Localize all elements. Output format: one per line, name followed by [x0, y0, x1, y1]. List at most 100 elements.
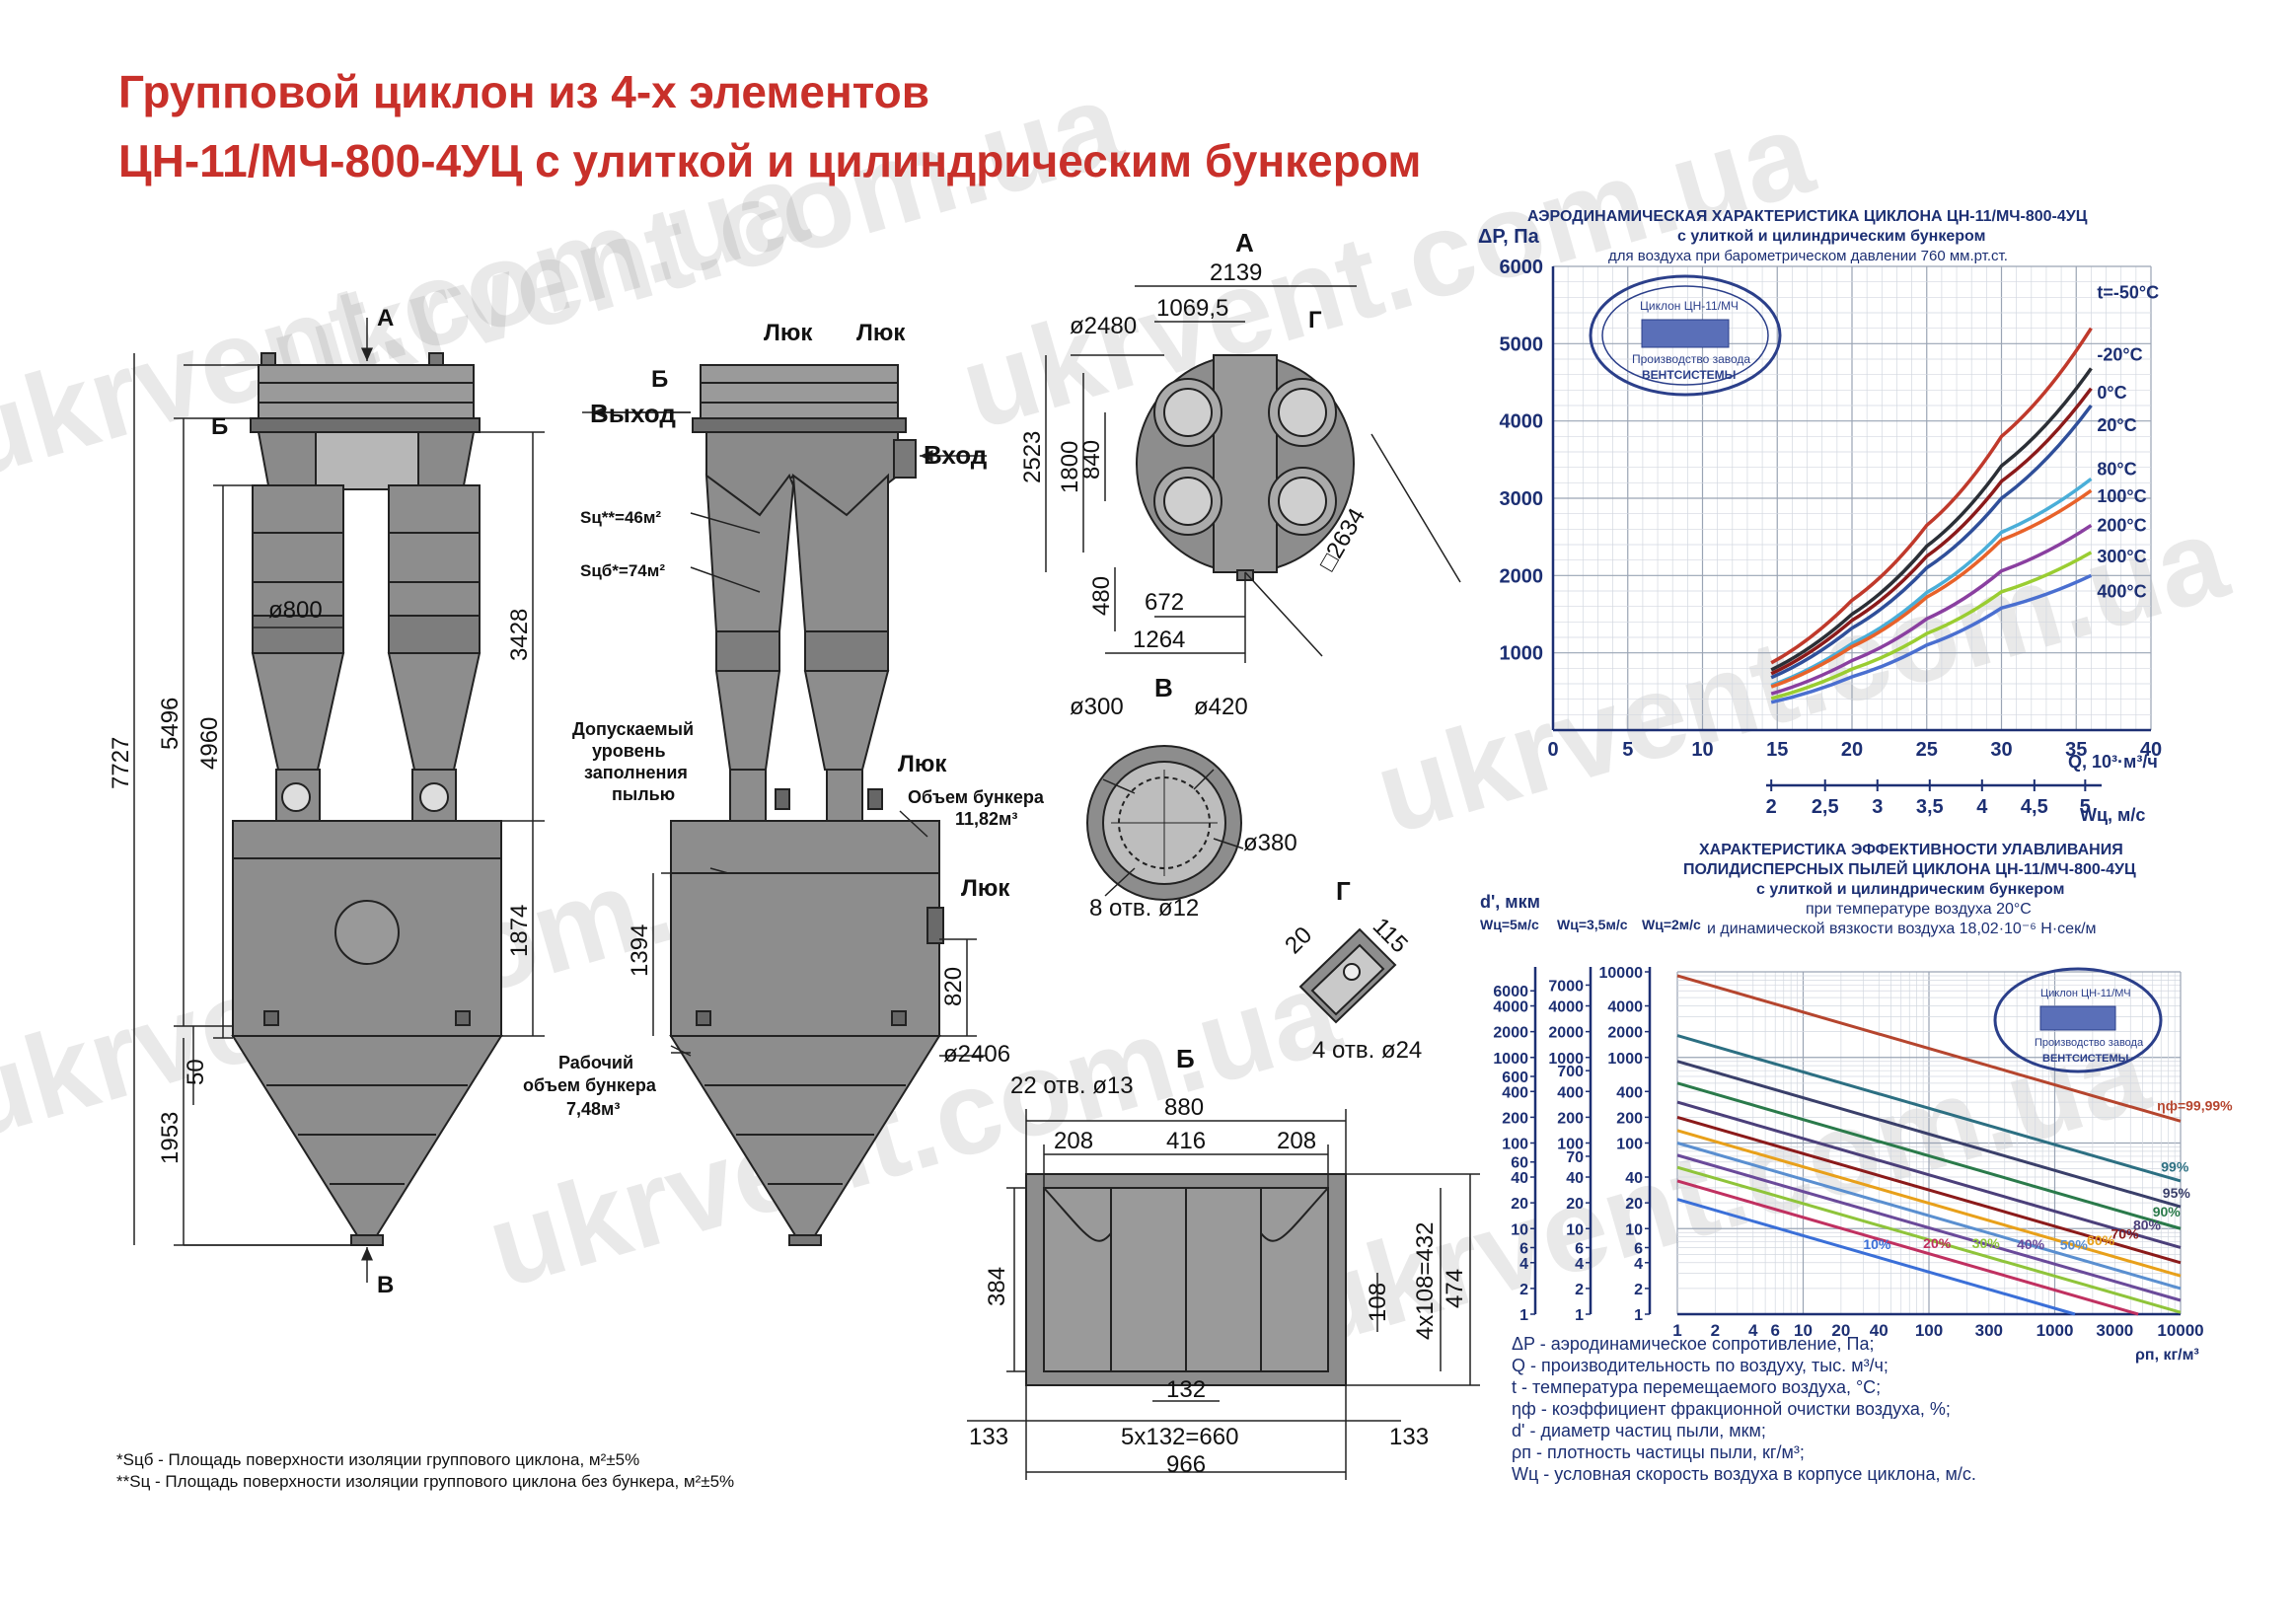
side-view-drawing	[231, 352, 503, 1246]
aero-series-line	[1770, 367, 2093, 672]
y-tick-label: 1000	[1607, 1051, 1643, 1068]
aero-series-label: 400°C	[2097, 581, 2146, 601]
y-tick-label: 4000	[1500, 411, 1544, 433]
y-tick-label: 200	[1557, 1110, 1584, 1127]
x-tick-label: 0	[1547, 739, 1558, 761]
aero-series-label: 0°C	[2097, 383, 2126, 403]
view-b-dimensions	[967, 1109, 1480, 1480]
page-title-line-2: ЦН-11/МЧ-800-4УЦ с улиткой и цилиндричес…	[118, 135, 1422, 186]
side-dim-3428: 3428	[506, 609, 533, 661]
fill-level-line-1: Допускаемый	[572, 719, 694, 739]
view-a-dim-672: 672	[1145, 589, 1184, 616]
aero-series-line	[1770, 488, 2093, 689]
side-dim-4960: 4960	[196, 717, 223, 770]
y-tick-label: 6000	[1500, 257, 1544, 278]
efficiency-chart-axes	[1533, 967, 2181, 1316]
working-volume-line-2: объем бункера	[523, 1075, 657, 1095]
x-tick-label: 35	[2065, 739, 2087, 761]
side-view-labels: А Б В ø800 7727 5496 4960 3428 1874 1953…	[108, 305, 533, 1298]
efficiency-series-line	[1676, 1179, 2139, 1316]
efficiency-series-line	[1676, 1115, 2182, 1265]
efficiency-series-label: 10%	[1863, 1236, 1891, 1252]
side-dim-50: 50	[183, 1059, 209, 1085]
legend-line-7: Wц - условная скорость воздуха в корпусе…	[1512, 1464, 1976, 1484]
view-a-dim-840: 840	[1078, 440, 1105, 480]
side-label-b: Б	[211, 413, 228, 440]
y-tick-label: 700	[1557, 1064, 1584, 1080]
view-v-holes: 8 отв. ø12	[1089, 895, 1199, 922]
aero-series-label: 20°C	[2097, 415, 2136, 435]
x-tick-label: 300	[1975, 1321, 2003, 1340]
aero-chart-ylabel: ΔP, Па	[1478, 226, 1540, 248]
footnote-2: **Sц - Площадь поверхности изоляции груп…	[116, 1472, 735, 1491]
view-a-label-g: Г	[1308, 307, 1322, 333]
view-g-title: Г	[1336, 876, 1351, 906]
stamp-2: Циклон ЦН-11/МЧ Производство завода ВЕНТ…	[1993, 967, 2163, 1073]
x-tick-label: 30	[1990, 739, 2012, 761]
aero-chart-series-labels: t=-50°C-20°C0°C20°C80°C100°C200°C300°C40…	[2097, 283, 2159, 602]
aero-chart-series	[1770, 327, 2093, 704]
y-tick-label: 6	[1519, 1240, 1528, 1257]
front-view-dimensions	[582, 406, 987, 1057]
y-tick-label: 6	[1575, 1240, 1584, 1257]
x-tick-label: 100	[1915, 1321, 1943, 1340]
x-tick-label: 3000	[2096, 1321, 2133, 1340]
hopper-volume-line-1: Объем бункера	[908, 787, 1045, 807]
eff-chart-title: ХАРАКТЕРИСТИКА ЭФФЕКТИВНОСТИ УЛАВЛИВАНИЯ	[1699, 842, 2123, 858]
front-label-hatch-1: Люк	[764, 320, 813, 346]
wc-tick-label: 4	[1976, 796, 1988, 818]
efficiency-series-label: 50%	[2060, 1237, 2089, 1253]
aero-series-line	[1770, 327, 2093, 665]
aero-series-label: 80°C	[2097, 459, 2136, 479]
y-tick-label: 2000	[1500, 565, 1544, 587]
efficiency-series-label: 20%	[1923, 1235, 1952, 1251]
y-tick-label: 200	[1616, 1110, 1643, 1127]
efficiency-series-label: 60%	[2087, 1232, 2115, 1248]
legend-line-1: ΔP - аэродинамическое сопротивление, Па;	[1512, 1334, 1875, 1354]
view-b-dim-132: 132	[1166, 1376, 1206, 1403]
x-tick-label: 20	[1841, 739, 1863, 761]
aero-series-label: 300°C	[2097, 547, 2146, 566]
aero-series-label: 200°C	[2097, 515, 2146, 535]
y-tick-label: 4	[1634, 1256, 1643, 1273]
front-label-inlet: Вход	[924, 440, 988, 470]
eff-chart-subtitle-4: и динамической вязкости воздуха 18,02·10…	[1707, 921, 2097, 937]
y-tick-label: 400	[1557, 1084, 1584, 1101]
view-v-labels: В ø300 ø420 ø380 8 отв. ø12	[1070, 673, 1297, 922]
x-tick-label: 4	[1748, 1321, 1758, 1340]
y-tick-label: 1	[1634, 1307, 1643, 1324]
wc-tick-label: 5	[2080, 796, 2091, 818]
y-tick-label: 20	[1566, 1196, 1584, 1213]
view-b-dim-660: 5x132=660	[1121, 1424, 1238, 1450]
efficiency-series-line	[1676, 974, 2182, 1123]
fill-level-line-3: заполнения	[584, 763, 688, 782]
area-s-ts: Sц**=46м²	[580, 508, 661, 527]
y-tick-label: 20	[1625, 1196, 1643, 1213]
y-tick-label: 40	[1511, 1170, 1528, 1187]
eff-chart-subtitle: ПОЛИДИСПЕРСНЫХ ПЫЛЕЙ ЦИКЛОНА ЦН-11/МЧ-80…	[1683, 859, 2136, 878]
view-b-dim-474: 474	[1442, 1269, 1468, 1308]
view-v-dim-380: ø380	[1243, 830, 1297, 856]
aero-series-label: t=-50°C	[2097, 283, 2159, 303]
page-title-line-1: Групповой циклон из 4-х элементов	[118, 66, 930, 117]
view-b-dim-966: 966	[1166, 1451, 1206, 1478]
view-a-dim-480: 480	[1088, 576, 1115, 616]
hopper-volume-line-2: 11,82м³	[955, 809, 1017, 829]
y-tick-label: 2	[1575, 1282, 1584, 1298]
x-tick-label: 6	[1770, 1321, 1779, 1340]
legend-line-6: ρп - плотность частицы пыли, кг/м³;	[1512, 1442, 1805, 1462]
view-a-dim-d2480: ø2480	[1070, 313, 1137, 339]
front-label-b: Б	[651, 366, 668, 393]
y-tick-label: 200	[1502, 1110, 1528, 1127]
legend-line-4: ηф - коэффициент фракционной очистки воз…	[1512, 1399, 1951, 1419]
view-b-dim-208b: 208	[1277, 1128, 1316, 1154]
x-tick-label: 40	[1870, 1321, 1889, 1340]
efficiency-series-line	[1676, 1153, 2182, 1302]
efficiency-chart: 1246102040601002004006001000200040006000…	[1480, 842, 2233, 1364]
front-label-hatch-4: Люк	[961, 875, 1010, 902]
